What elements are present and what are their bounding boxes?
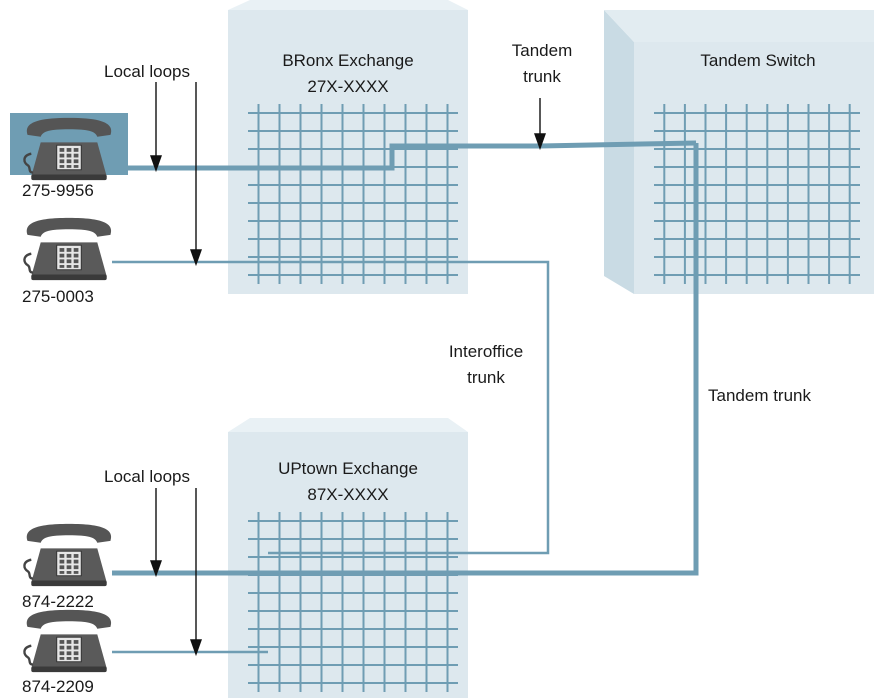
uptown-switch-matrix — [248, 512, 458, 692]
phone-number: 874-2209 — [22, 677, 94, 696]
arrow-head — [534, 133, 546, 151]
tandem-building-top — [604, 10, 874, 42]
telephone-icon — [23, 216, 113, 282]
phone-number: 275-0003 — [22, 287, 94, 306]
phone-874-2222: 874-2222 — [22, 522, 113, 611]
phone-275-0003: 275-0003 — [22, 216, 113, 306]
phone-number: 874-2222 — [22, 592, 94, 611]
tandem-trunk-label-right: Tandem trunk — [708, 386, 811, 405]
uptown-building-face — [228, 432, 468, 698]
bronx-exchange-prefix: 27X-XXXX — [307, 77, 388, 96]
uptown-exchange-prefix: 87X-XXXX — [307, 485, 388, 504]
telephone-icon — [23, 608, 113, 674]
local-loops-label-top: Local loops — [104, 62, 190, 81]
tandem-switch-matrix — [654, 104, 860, 284]
interoffice-trunk-label-2: trunk — [467, 368, 505, 387]
tandem-trunk-path-top — [112, 140, 697, 171]
tandem-switch-name: Tandem Switch — [700, 51, 815, 70]
uptown-exchange: UPtown Exchange 87X-XXXX — [228, 418, 468, 698]
arrow-head — [150, 560, 162, 578]
bronx-exchange-name: BRonx Exchange — [282, 51, 413, 70]
tandem-switch: Tandem Switch — [604, 10, 874, 294]
local-loops-label-bottom: Local loops — [104, 467, 190, 486]
phone-number: 275-9956 — [22, 181, 94, 200]
tandem-trunk-label-top-1: Tandem — [512, 41, 572, 60]
connections — [112, 140, 699, 654]
bronx-building-face — [228, 10, 468, 294]
arrow-head — [150, 155, 162, 173]
interoffice-trunk-path — [112, 260, 550, 555]
phone-275-9956: 275-9956 — [22, 116, 113, 200]
uptown-exchange-name: UPtown Exchange — [278, 459, 418, 478]
tandem-building-side — [604, 10, 634, 294]
phone-874-2209: 874-2209 — [22, 608, 113, 696]
tandem-trunk-path-right — [112, 143, 699, 576]
interoffice-trunk-label-1: Interoffice — [449, 342, 523, 361]
arrow-head — [190, 639, 202, 657]
pointer-arrows — [150, 82, 546, 657]
bronx-building-top — [228, 0, 468, 10]
telephone-icon — [23, 522, 113, 588]
tandem-trunk-label-top-2: trunk — [523, 67, 561, 86]
arrow-head — [190, 249, 202, 267]
uptown-building-top — [228, 418, 468, 432]
